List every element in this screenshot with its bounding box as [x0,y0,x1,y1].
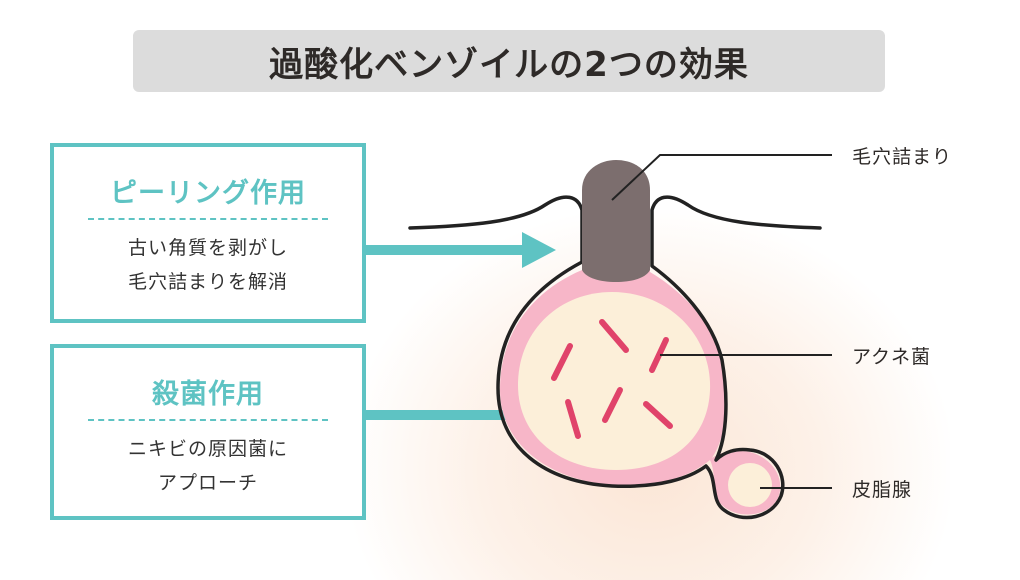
sterilization-effect-divider [88,419,328,421]
title-banner: 過酸化ベンゾイルの2つの効果 [133,30,885,92]
callout-gland: 皮脂腺 [852,479,913,501]
sterilization-effect-box: 殺菌作用 ニキビの原因菌に アプローチ [50,344,366,520]
bacteria-rod [602,387,623,423]
bacteria-rod [649,337,669,373]
peeling-effect-line-1: 古い角質を剥がし [127,237,288,259]
sterilization-effect-heading: 殺菌作用 [152,379,264,410]
sterilization-effect-line-2: アプローチ [157,472,258,494]
arrow-peeling [366,232,556,268]
pore-plug [582,160,650,282]
bacteria-rod [565,399,581,439]
sterilization-effect-line-1: ニキビの原因菌に [127,438,288,460]
callout-clog: 毛穴詰まり [852,146,953,168]
bacteria-rod [643,401,673,429]
acne-bacteria [551,319,673,439]
page-title: 過酸化ベンゾイルの2つの効果 [269,44,749,85]
peeling-effect-divider [88,218,328,220]
bacteria-rod [599,319,629,353]
peeling-effect-heading: ピーリング作用 [110,178,306,209]
peeling-effect-line-2: 毛穴詰まりを解消 [127,271,288,293]
skin-surface-outline [408,195,822,520]
peeling-effect-box: ピーリング作用 古い角質を剥がし 毛穴詰まりを解消 [50,143,366,323]
sebaceous-gland-fill [728,463,772,507]
leader-clog [611,154,832,201]
callout-leaders [611,154,832,489]
callout-bacteria: アクネ菌 [852,346,932,368]
bacteria-rod [551,343,573,381]
sebum-mass [518,292,711,470]
